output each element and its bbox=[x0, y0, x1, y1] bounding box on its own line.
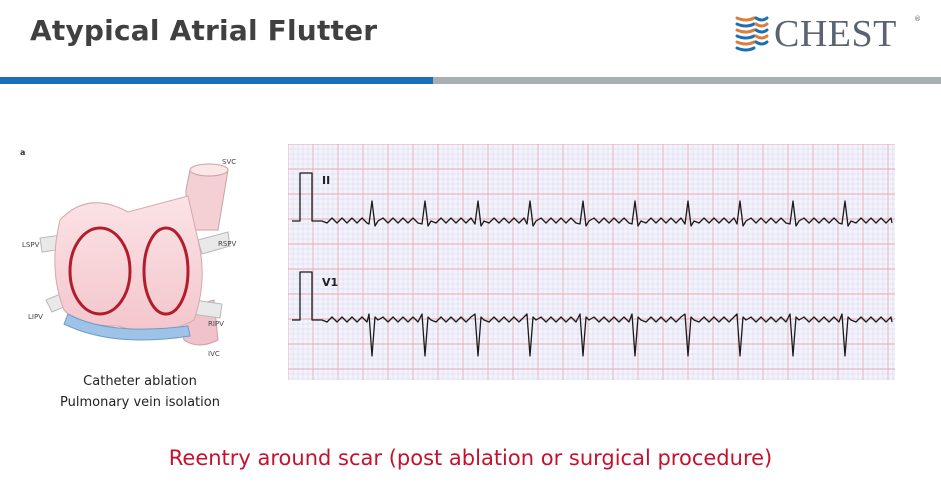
chest-logo-text: CHEST bbox=[774, 13, 897, 55]
accent-bar-gray bbox=[433, 77, 941, 84]
accent-bar-blue bbox=[0, 77, 433, 84]
footer-caption: Reentry around scar (post ablation or su… bbox=[168, 446, 773, 470]
rspv-vessel bbox=[197, 231, 231, 255]
label-lspv: LSPV bbox=[22, 241, 40, 249]
label-svc: SVC bbox=[222, 158, 236, 166]
ecg-grid bbox=[288, 144, 895, 380]
left-atrium-illustration: SVC RSPV LSPV LIPV RIPV IVC bbox=[22, 158, 237, 358]
label-ivc: IVC bbox=[208, 350, 220, 358]
caption-line-1: Catheter ablation bbox=[83, 374, 197, 389]
lead-label-ii: II bbox=[322, 174, 330, 187]
ecg-trace-lead-ii bbox=[292, 172, 893, 227]
caption-line-2: Pulmonary vein isolation bbox=[60, 395, 220, 410]
chest-logo: CHEST ® bbox=[734, 12, 924, 56]
right-ablation-ring bbox=[142, 226, 190, 316]
panel-letter: a bbox=[20, 148, 26, 157]
label-rspv: RSPV bbox=[218, 240, 237, 248]
left-ablation-ring bbox=[68, 226, 132, 316]
label-lipv: LIPV bbox=[28, 313, 43, 321]
registered-mark: ® bbox=[914, 15, 921, 23]
ecg-trace-lead-v1 bbox=[292, 271, 893, 357]
label-ripv: RIPV bbox=[208, 320, 224, 328]
chest-logo-icon bbox=[735, 16, 769, 52]
ecg-traces bbox=[292, 172, 893, 357]
slide-title: Atypical Atrial Flutter bbox=[30, 14, 378, 47]
lead-label-v1: V1 bbox=[322, 276, 338, 289]
coronary-sinus bbox=[63, 313, 191, 341]
ecg-strip: II V1 bbox=[288, 144, 895, 380]
